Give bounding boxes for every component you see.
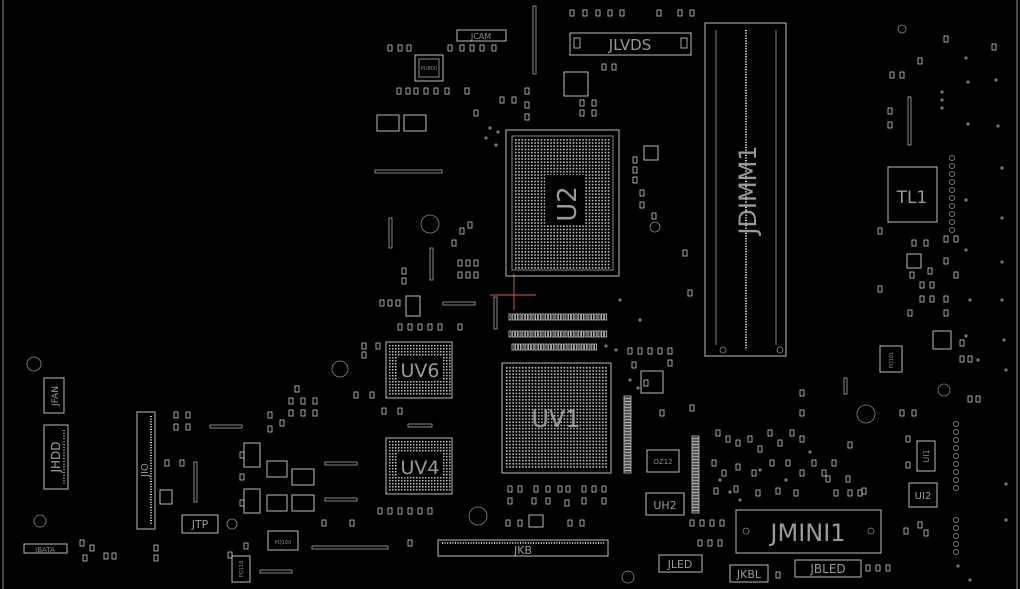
transformer-tl1[interactable]: TL1 [887, 166, 938, 223]
jtp-label: JTP [191, 518, 209, 531]
signal-vias [484, 56, 1008, 582]
highlight-trace [490, 274, 536, 310]
jmini1-label: JMINI1 [768, 519, 845, 547]
power-chip-pu800[interactable]: PU800 [414, 54, 444, 82]
jdimm1-label: JDIMM1 [734, 145, 762, 236]
vram-uv6[interactable]: UV6 [385, 341, 453, 399]
hdd-connector-jhdd[interactable]: JHDD [43, 424, 69, 490]
misc-components [26, 5, 952, 584]
pu800-label: PU800 [421, 66, 437, 72]
pq100-label: PQ100 [275, 540, 292, 546]
jkbl-label: JKBL [736, 568, 762, 581]
pch-label: UV1 [531, 405, 580, 433]
fan-connector-jfan[interactable]: JFAN [43, 377, 65, 414]
passive-components [79, 9, 997, 579]
keyboard-connector-jkb[interactable]: JKB [437, 539, 609, 557]
memory-slot-jdimm1[interactable]: JDIMM1 [704, 22, 787, 357]
io-connector-jio[interactable]: JIO [136, 411, 156, 530]
uv4-label: UV4 [401, 457, 440, 479]
jhdd-label: JHDD [49, 441, 63, 473]
kb-backlight-connector-jkbl[interactable]: JKBL [729, 564, 769, 583]
cpu-u2[interactable]: U2 [505, 129, 620, 277]
jled-label: JLED [667, 558, 693, 571]
camera-connector-jcam[interactable]: JCAM [456, 29, 507, 42]
ic-ui1[interactable]: UI1 [916, 440, 936, 472]
transistor-pq101[interactable]: PQ101 [879, 345, 903, 373]
vram-uv4[interactable]: UV4 [385, 437, 453, 495]
battery-connector-jbata[interactable]: JBATA [23, 543, 68, 554]
chip-oz12[interactable]: OZ12 [646, 449, 680, 473]
transistor-pq118[interactable]: PQ118 [231, 555, 251, 583]
jio-label: JIO [140, 463, 151, 478]
transistor-pq100[interactable]: PQ100 [267, 530, 299, 551]
ic-ui2[interactable]: UI2 [908, 482, 938, 508]
cpu-label: U2 [553, 186, 583, 222]
cpu-decoupling-caps [508, 313, 700, 514]
ui1-label: UI1 [922, 449, 931, 462]
uh2-label: UH2 [653, 499, 676, 512]
tl1-label: TL1 [896, 188, 928, 208]
pq101-label: PQ101 [889, 352, 895, 369]
oz12-label: OZ12 [653, 458, 672, 466]
jbata-label: JBATA [34, 546, 55, 554]
pch-uv1[interactable]: UV1 [501, 362, 612, 474]
usb-hub-uh2[interactable]: UH2 [645, 492, 685, 516]
jlvds-label: JLVDS [608, 36, 651, 54]
pch-ball-grid [506, 367, 607, 468]
backlight-connector-jbled[interactable]: JBLED [794, 559, 862, 578]
cpu-die-area [545, 175, 585, 225]
uv6-label: UV6 [401, 360, 440, 382]
jfan-label: JFAN [51, 386, 61, 407]
mini-pcie-jmini1[interactable]: JMINI1 [735, 509, 882, 554]
jcam-label: JCAM [470, 32, 491, 41]
touchpad-connector-jtp[interactable]: JTP [181, 514, 219, 534]
led-connector-jled[interactable]: JLED [658, 554, 703, 573]
jbled-label: JBLED [809, 562, 845, 576]
lvds-connector-jlvds[interactable]: JLVDS [569, 32, 692, 56]
ui2-label: UI2 [915, 491, 932, 502]
pq118-label: PQ118 [239, 561, 245, 578]
jkb-label: JKB [513, 544, 532, 557]
